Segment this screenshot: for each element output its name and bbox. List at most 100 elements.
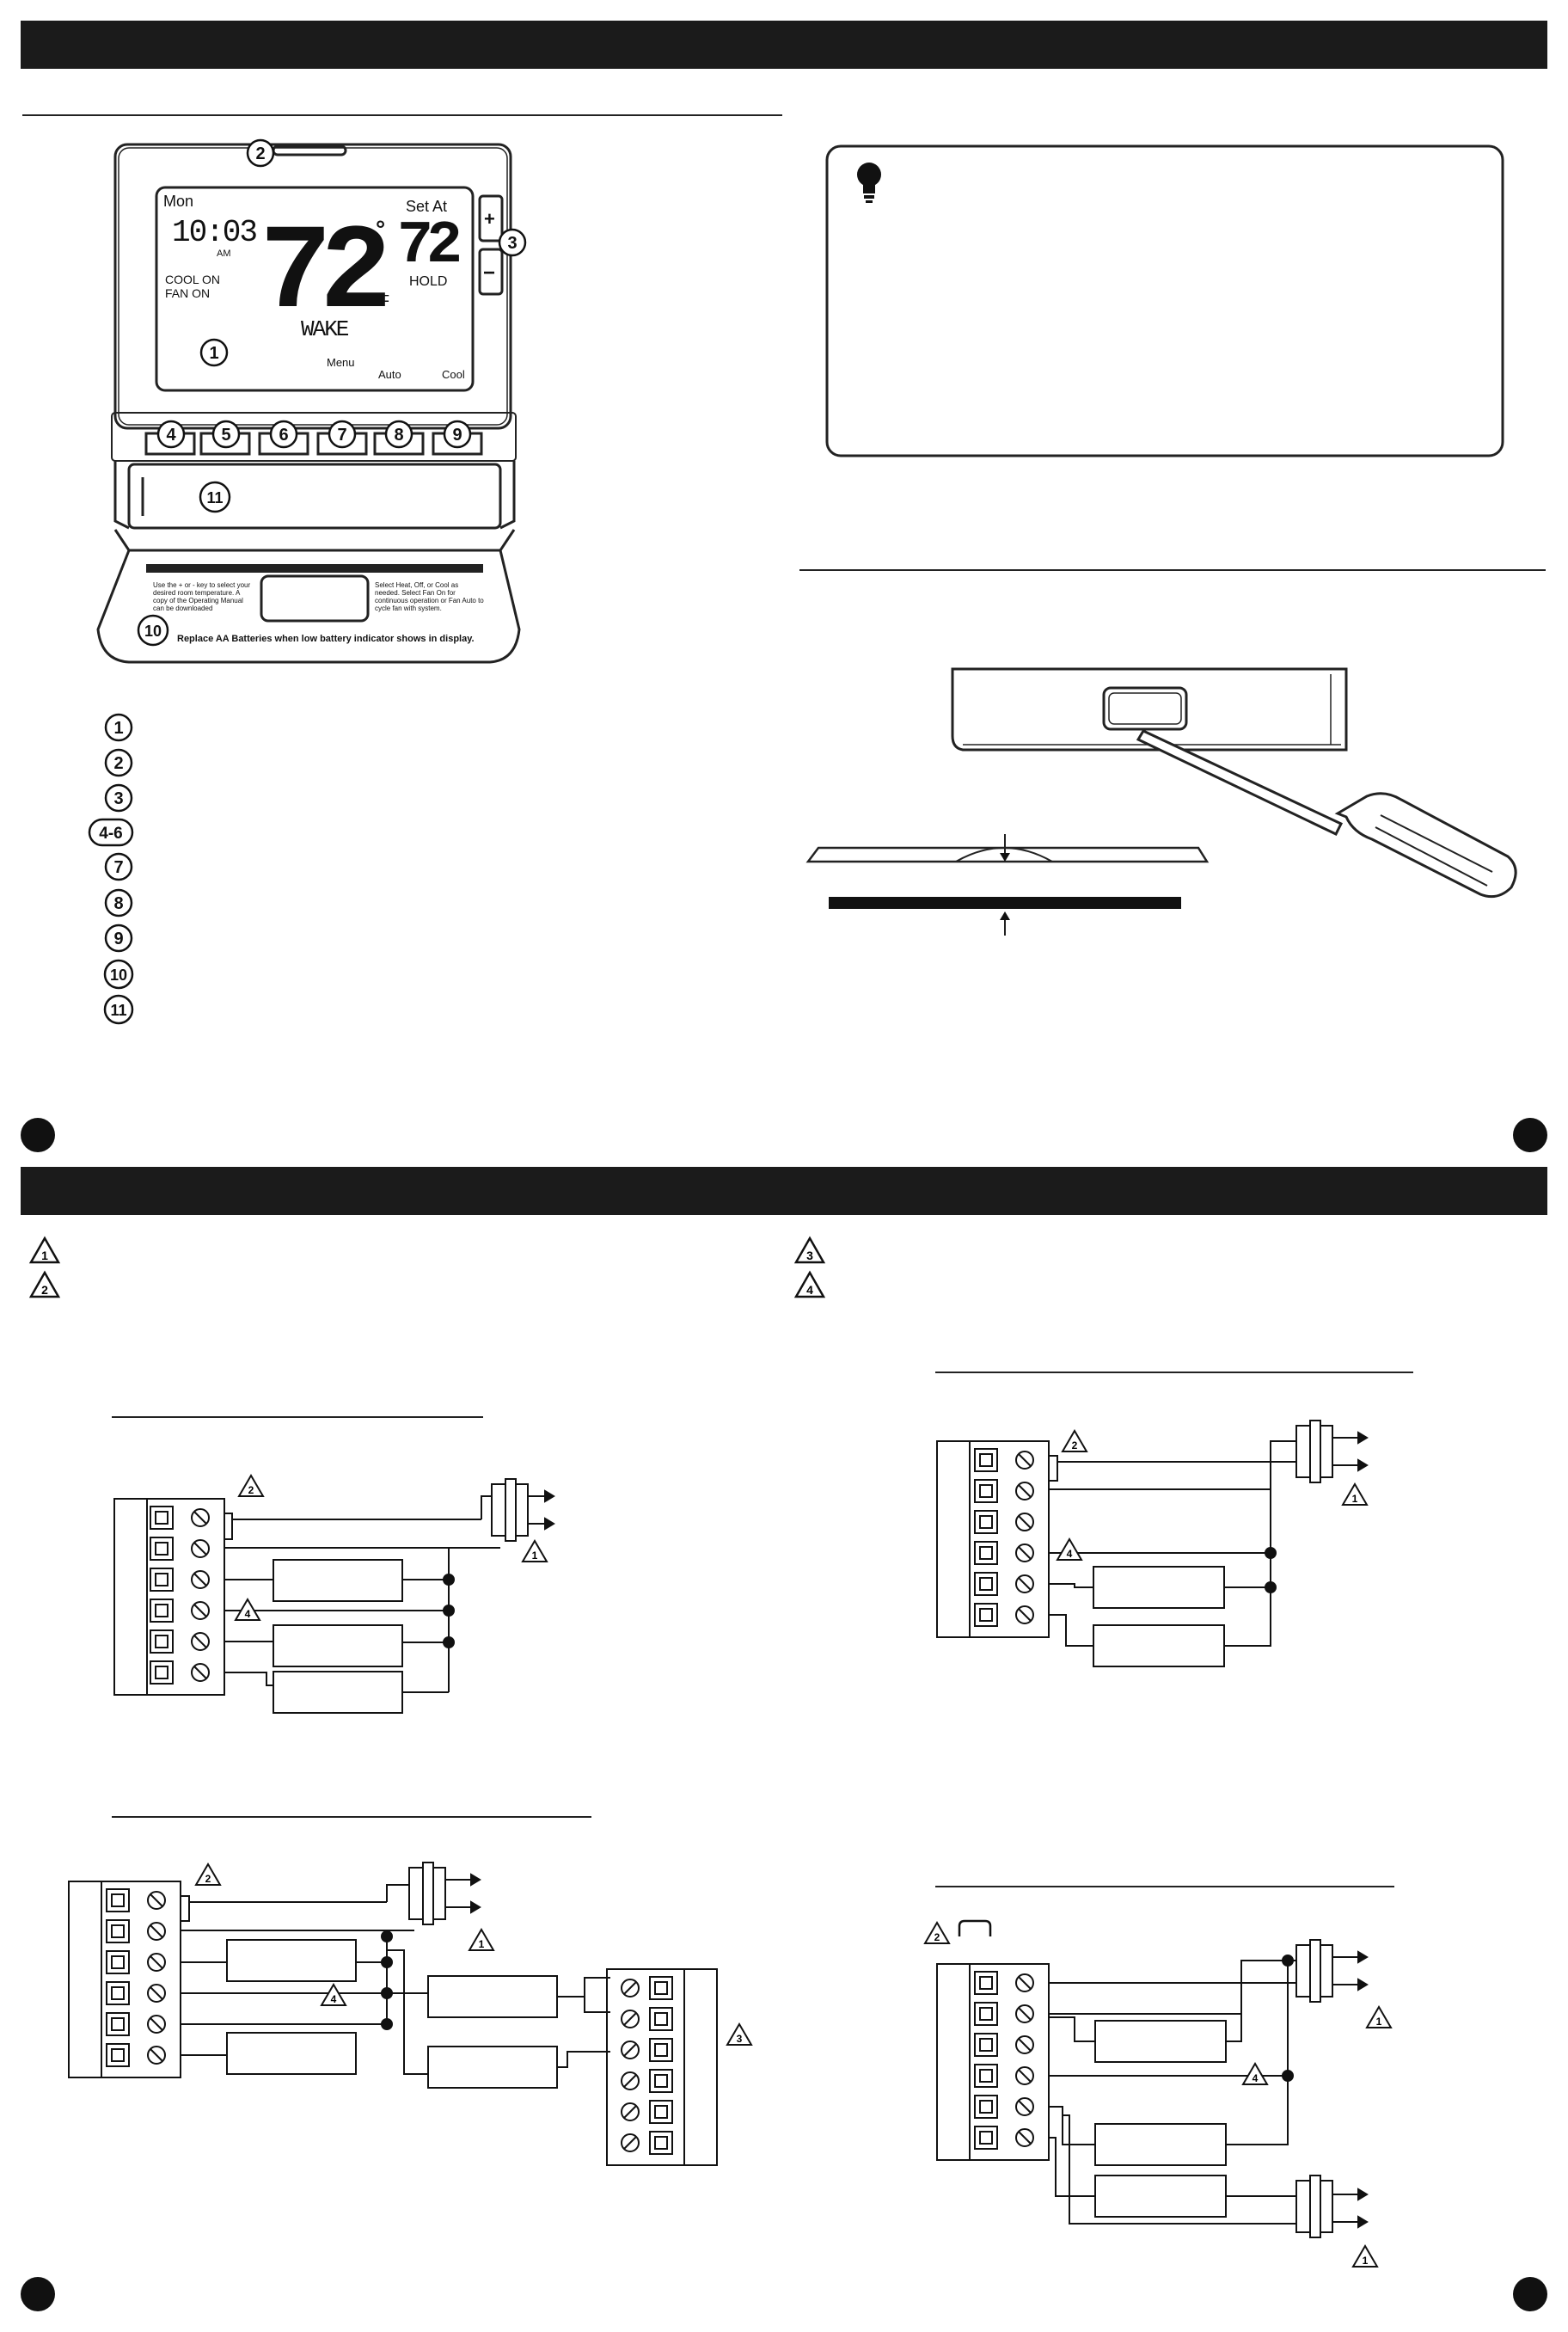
lcd-room-temp: 72 (260, 206, 385, 343)
mode-button-6[interactable] (258, 432, 309, 456)
minus-button[interactable] (478, 248, 504, 296)
legend-marker-2: 2 (104, 748, 133, 777)
svg-text:4: 4 (806, 1283, 813, 1297)
svg-text:1: 1 (1363, 2255, 1369, 2267)
section-rule (935, 1886, 1394, 1887)
thermostat-body (113, 143, 512, 430)
svg-text:9: 9 (113, 930, 123, 948)
callout-5: 5 (211, 420, 241, 449)
wiring-diagram-d (936, 1939, 1369, 2238)
svg-text:11: 11 (206, 489, 223, 506)
legend-marker-9: 9 (104, 924, 133, 953)
svg-text:3: 3 (806, 1249, 813, 1262)
callout-8: 8 (384, 420, 413, 449)
note-triangle-4: 4 (1241, 2062, 1269, 2085)
lcd-cool-on: COOL ON (165, 273, 220, 286)
note-triangle-1: 1 (1341, 1482, 1369, 1506)
minus-label: − (483, 261, 495, 285)
legend-marker-7: 7 (104, 852, 133, 881)
svg-text:9: 9 (452, 426, 462, 445)
cover-door[interactable] (127, 463, 502, 530)
callout-7: 7 (328, 420, 357, 449)
svg-text:1: 1 (1376, 2016, 1382, 2028)
lcd-set-label: Set At (406, 198, 447, 215)
screwdriver-icon (1136, 729, 1517, 899)
top-slot (272, 144, 347, 156)
svg-text:3: 3 (113, 789, 123, 808)
svg-text:8: 8 (394, 426, 403, 445)
svg-text:2: 2 (113, 754, 123, 773)
lcd-unit: F (380, 292, 389, 310)
svg-text:1: 1 (532, 1550, 538, 1562)
lcd-fan-mode: Auto (378, 368, 401, 381)
svg-text:1: 1 (113, 719, 123, 738)
svg-text:1: 1 (41, 1249, 48, 1262)
lcd-day: Mon (163, 193, 193, 210)
svg-text:4: 4 (166, 426, 176, 445)
wiring-diagram-c (936, 1420, 1369, 1667)
plus-label: + (484, 208, 495, 230)
svg-text:10: 10 (110, 967, 127, 984)
svg-text:4: 4 (1253, 2072, 1259, 2084)
lcd-ampm: AM (217, 249, 231, 259)
legend-marker-8: 8 (104, 888, 133, 917)
svg-text:2: 2 (41, 1283, 48, 1297)
mode-button-8[interactable] (373, 432, 425, 456)
section-rule (112, 1816, 591, 1818)
note-triangle-2: 2 (28, 1270, 61, 1298)
terminal-block-indoor (621, 1976, 673, 2155)
lcd-fan-on: FAN ON (165, 286, 210, 300)
section-rule (799, 569, 1546, 571)
note-triangle-4: 4 (793, 1270, 826, 1298)
terminal-block (974, 1971, 1034, 2150)
callout-4: 4 (156, 420, 186, 449)
callout-10: 10 (137, 614, 169, 647)
section-rule (935, 1372, 1413, 1373)
lcd-time: 10:03 (172, 215, 256, 250)
svg-text:3: 3 (737, 2033, 743, 2045)
svg-text:4-6: 4-6 (99, 825, 122, 843)
page-marker-dot (1513, 2277, 1547, 2311)
section-rule (112, 1416, 483, 1418)
note-triangle-1: 1 (521, 1539, 548, 1562)
callout-1: 1 (199, 338, 229, 367)
lcd-sys-mode: Cool (442, 368, 465, 381)
cover-right-text: Select Heat, Off, or Cool as needed. Sel… (375, 581, 484, 612)
svg-text:2: 2 (934, 1931, 940, 1943)
svg-text:4: 4 (331, 1993, 337, 2005)
legend-marker-11: 11 (103, 994, 134, 1025)
callout-3: 3 (498, 228, 527, 257)
mode-button-4[interactable] (144, 432, 196, 456)
svg-text:11: 11 (110, 1002, 126, 1019)
svg-text:1: 1 (479, 1938, 485, 1950)
wiring-diagram-a (113, 1478, 555, 1714)
svg-text:2: 2 (255, 144, 265, 163)
wallplate-illustration (951, 667, 1348, 752)
note-triangle-2: 2 (1061, 1429, 1088, 1452)
svg-text:2: 2 (205, 1873, 211, 1885)
svg-text:10: 10 (144, 623, 162, 640)
lcd-set-temp: 72 (397, 212, 459, 280)
terminal-block (974, 1448, 1034, 1627)
wiring-diagram-b (68, 1862, 718, 2166)
svg-text:6: 6 (279, 426, 288, 445)
cover-battery-text: Replace AA Batteries when low battery in… (177, 634, 475, 644)
note-triangle-4: 4 (234, 1598, 261, 1621)
svg-text:2: 2 (1072, 1439, 1078, 1451)
terminal-block (150, 1506, 210, 1685)
note-triangle-4: 4 (1056, 1537, 1083, 1561)
mode-button-7[interactable] (316, 432, 368, 456)
tip-box (825, 144, 1504, 457)
note-triangle-4: 4 (320, 1983, 347, 2006)
mode-button-5[interactable] (199, 432, 251, 456)
flap-window (260, 574, 370, 623)
note-triangle-3: 3 (793, 1236, 826, 1264)
page-marker-dot (21, 1118, 55, 1152)
plus-button[interactable] (478, 194, 504, 242)
note-triangle-3: 3 (726, 2022, 753, 2046)
svg-text:3: 3 (507, 234, 517, 253)
mode-button-9[interactable] (432, 432, 483, 456)
header-bar-top (21, 21, 1547, 69)
note-triangle-1: 1 (1351, 2244, 1379, 2268)
cover-flap (96, 549, 521, 664)
